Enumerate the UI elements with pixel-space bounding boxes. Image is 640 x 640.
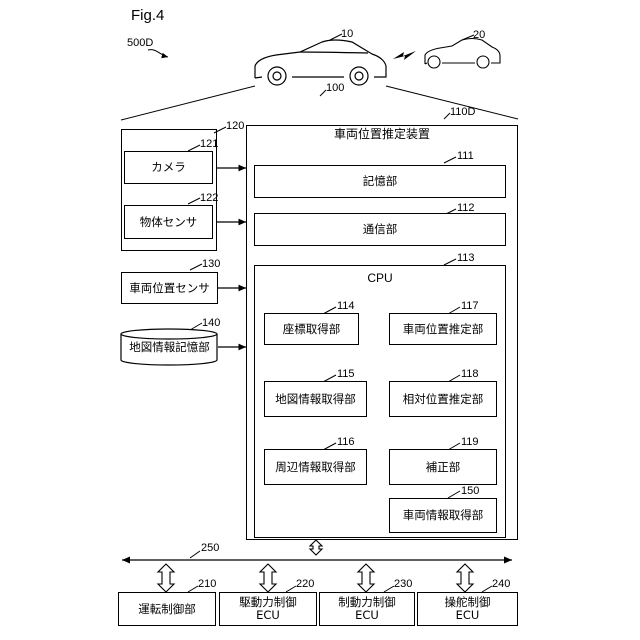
system-ref: 500D	[127, 37, 153, 49]
other-vehicle-icon	[425, 39, 500, 69]
driving-force-ecu-ref: 220	[296, 578, 314, 590]
cpu-label: CPU	[254, 272, 506, 285]
vehicle-position-estimation-unit-label: 車両位置推定部	[403, 323, 484, 336]
other-vehicle-ref: 20	[473, 29, 485, 41]
camera-box: カメラ	[124, 151, 213, 184]
map-information-acquisition-unit-ref: 115	[337, 368, 355, 380]
vehicle-position-estimation-unit-ref: 117	[461, 300, 479, 312]
surrounding-information-acquisition-unit-label: 周辺情報取得部	[275, 461, 356, 474]
system-leader-arrow	[148, 50, 168, 57]
driving-control-unit-box: 運転制御部	[118, 592, 216, 626]
device-ref: 110D	[450, 106, 475, 118]
driving-control-unit-label: 運転制御部	[138, 603, 196, 616]
coordinate-acquisition-unit-ref: 114	[337, 300, 355, 312]
vehicle-information-acquisition-unit-label: 車両情報取得部	[403, 509, 484, 522]
driving-control-unit-ref: 210	[198, 578, 216, 590]
figure-label: Fig.4	[131, 8, 164, 24]
ref-130-leader	[190, 264, 202, 270]
correction-unit-box: 補正部	[389, 449, 497, 485]
correction-unit-ref: 119	[461, 436, 479, 448]
relative-position-estimation-unit-label: 相対位置推定部	[403, 393, 484, 406]
surrounding-information-acquisition-unit-ref: 116	[337, 436, 355, 448]
device-bus-connector	[310, 540, 322, 555]
position-sensor-box: 車両位置センサ	[121, 272, 218, 304]
device-group-ref: 100	[326, 82, 344, 94]
storage-unit-box: 記憶部	[254, 165, 506, 198]
own-vehicle-icon	[255, 40, 386, 85]
coordinate-acquisition-unit-label: 座標取得部	[283, 323, 341, 336]
map-information-acquisition-unit-label: 地図情報取得部	[275, 393, 356, 406]
cpu-ref: 113	[457, 252, 475, 264]
map-information-acquisition-unit-box: 地図情報取得部	[264, 381, 367, 417]
braking-force-ecu-label-line2: ECU	[355, 609, 379, 622]
communication-unit-label: 通信部	[363, 223, 398, 236]
storage-unit-ref: 111	[457, 150, 474, 162]
position-sensor-ref: 130	[202, 258, 220, 270]
vehicle-position-estimation-unit-box: 車両位置推定部	[389, 313, 497, 345]
ref-140-leader	[190, 323, 202, 330]
expansion-line-left	[121, 86, 255, 120]
camera-ref: 121	[200, 138, 218, 150]
coordinate-acquisition-unit-box: 座標取得部	[264, 313, 359, 345]
camera-label: カメラ	[151, 161, 186, 174]
vehicle-information-acquisition-unit-box: 車両情報取得部	[389, 498, 497, 533]
storage-unit-label: 記憶部	[363, 175, 398, 188]
map-storage-label: 地図情報記憶部	[121, 341, 218, 353]
wireless-link-icon	[393, 51, 416, 60]
object-sensor-box: 物体センサ	[124, 205, 213, 239]
map-storage-ref: 140	[202, 317, 220, 329]
surrounding-information-acquisition-unit-box: 周辺情報取得部	[264, 449, 367, 485]
communication-unit-ref: 112	[457, 202, 475, 214]
relative-position-estimation-unit-ref: 118	[461, 368, 479, 380]
communication-unit-box: 通信部	[254, 213, 506, 246]
own-vehicle-ref: 10	[341, 28, 353, 40]
steering-ecu-ref: 240	[492, 578, 510, 590]
braking-force-ecu-ref: 230	[394, 578, 412, 590]
bus-ref: 250	[201, 542, 219, 554]
object-sensor-label: 物体センサ	[140, 216, 198, 229]
object-sensor-ref: 122	[200, 192, 218, 204]
driving-force-ecu-box: 駆動力制御 ECU	[219, 592, 317, 626]
device-title: 車両位置推定装置	[246, 128, 518, 141]
driving-force-ecu-label-line2: ECU	[256, 609, 280, 622]
correction-unit-label: 補正部	[426, 461, 461, 474]
braking-force-ecu-box: 制動力制御 ECU	[319, 592, 415, 626]
ref-250-leader	[190, 551, 200, 558]
steering-ecu-label-line2: ECU	[456, 609, 480, 622]
relative-position-estimation-unit-box: 相対位置推定部	[389, 381, 497, 417]
vehicle-information-acquisition-unit-ref: 150	[461, 485, 479, 497]
position-sensor-label: 車両位置センサ	[129, 282, 210, 295]
sensor-group-ref: 120	[226, 120, 244, 132]
steering-ecu-box: 操舵制御 ECU	[417, 592, 518, 626]
